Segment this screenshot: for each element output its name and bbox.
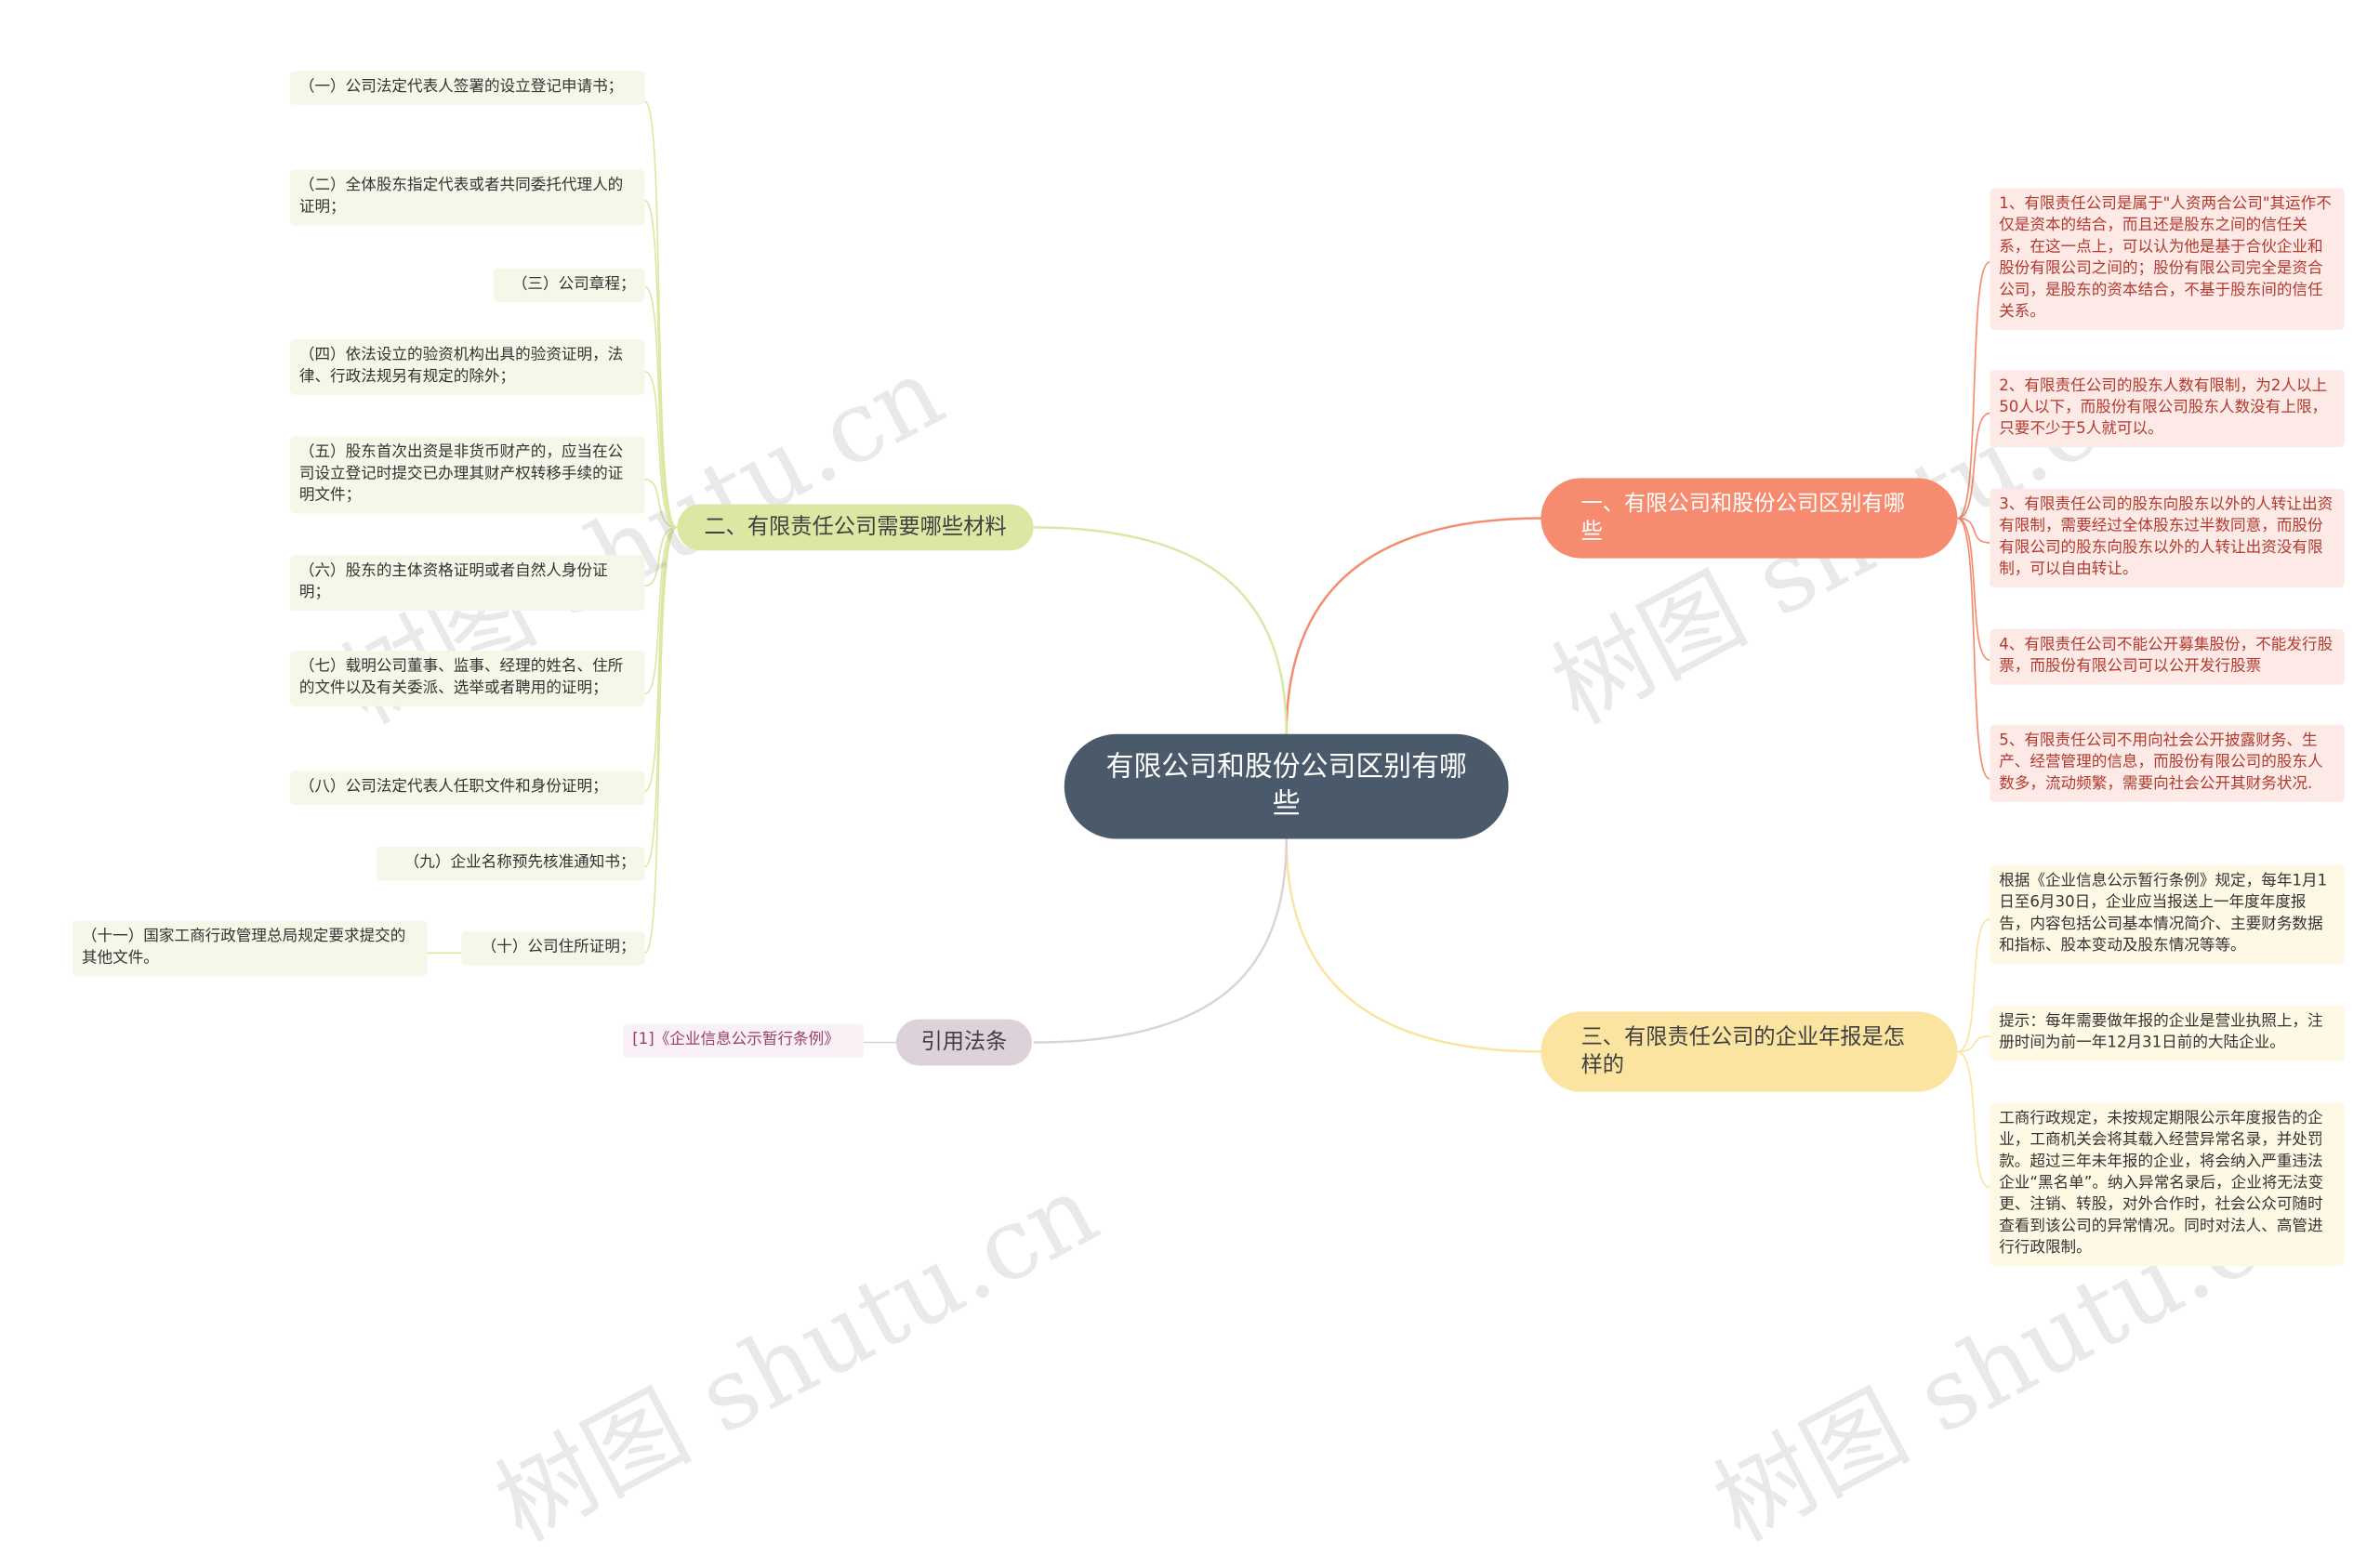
annual-report-leaf-1[interactable]: 根据《企业信息公示暂行条例》规定，每年1月1日至6月30日，企业应当报送上一年度… bbox=[1990, 864, 2345, 964]
material-leaf-5[interactable]: （五）股东首次出资是非货币财产的，应当在公司设立登记时提交已办理其财产权转移手续… bbox=[289, 436, 645, 514]
mindmap-canvas: 树图 shutu.cn 树图 shutu.cn 树图 shutu.cn 树图 s… bbox=[72, 71, 2345, 1564]
branch-1-label: 一、有限公司和股份公司区别有哪些 bbox=[1580, 492, 1905, 545]
branch-3-annual-report[interactable]: 三、有限责任公司的企业年报是怎样的 bbox=[1540, 1011, 1958, 1092]
difference-leaf-5[interactable]: 5、有限责任公司不用向社会公开披露财务、生产、经营管理的信息，而股份有限公司的股… bbox=[1990, 724, 2345, 802]
difference-leaf-2[interactable]: 2、有限责任公司的股东人数有限制，为2人以上50人以下，而股份有限公司股东人数没… bbox=[1990, 370, 2345, 448]
material-leaf-8[interactable]: （八）公司法定代表人任职文件和身份证明； bbox=[289, 771, 645, 806]
material-leaf-6[interactable]: （六）股东的主体资格证明或者自然人身份证明； bbox=[289, 555, 645, 612]
difference-leaf-1[interactable]: 1、有限责任公司是属于"人资两合公司"其运作不仅是资本的结合，而且还是股东之间的… bbox=[1990, 188, 2345, 331]
branch-3-label: 三、有限责任公司的企业年报是怎样的 bbox=[1580, 1025, 1905, 1078]
material-leaf-10[interactable]: （十）公司住所证明； bbox=[461, 931, 645, 966]
central-topic[interactable]: 有限公司和股份公司区别有哪些 bbox=[1064, 733, 1509, 839]
difference-leaf-3[interactable]: 3、有限责任公司的股东向股东以外的人转让出资有限制，需要经过全体股东过半数同意，… bbox=[1990, 488, 2345, 588]
material-leaf-2[interactable]: （二）全体股东指定代表或者共同委托代理人的证明； bbox=[289, 169, 645, 226]
annual-report-leaf-2[interactable]: 提示：每年需要做年报的企业是营业执照上，注册时间为前一年12月31日前的大陆企业… bbox=[1990, 1005, 2345, 1061]
connector-lines bbox=[427, 100, 1990, 1189]
material-subleaf-11[interactable]: （十一）国家工商行政管理总局规定要求提交的其他文件。 bbox=[72, 920, 428, 977]
difference-leaf-4[interactable]: 4、有限责任公司不能公开募集股份，不能发行股票，而股份有限公司可以公开发行股票 bbox=[1990, 628, 2345, 685]
branch-4-cited-laws[interactable]: 引用法条 bbox=[895, 1019, 1032, 1066]
material-leaf-3[interactable]: （三）公司章程； bbox=[493, 268, 645, 303]
cited-law-link[interactable]: [1]《企业信息公示暂行条例》 bbox=[623, 1023, 865, 1059]
material-leaf-1[interactable]: （一）公司法定代表人签署的设立登记申请书； bbox=[289, 71, 645, 105]
branch-2-materials[interactable]: 二、有限责任公司需要哪些材料 bbox=[677, 504, 1034, 551]
branch-1-differences[interactable]: 一、有限公司和股份公司区别有哪些 bbox=[1540, 478, 1958, 559]
material-leaf-7[interactable]: （七）载明公司董事、监事、经理的姓名、住所的文件以及有关委派、选举或者聘用的证明… bbox=[289, 651, 645, 706]
material-leaf-9[interactable]: （九）企业名称预先核准通知书； bbox=[376, 846, 645, 881]
annual-report-leaf-3[interactable]: 工商行政规定，未按规定期限公示年度报告的企业，工商机关会将其载入经营异常名录，并… bbox=[1990, 1102, 2345, 1267]
material-leaf-4[interactable]: （四）依法设立的验资机构出具的验资证明，法律、行政法规另有规定的除外； bbox=[289, 339, 645, 395]
